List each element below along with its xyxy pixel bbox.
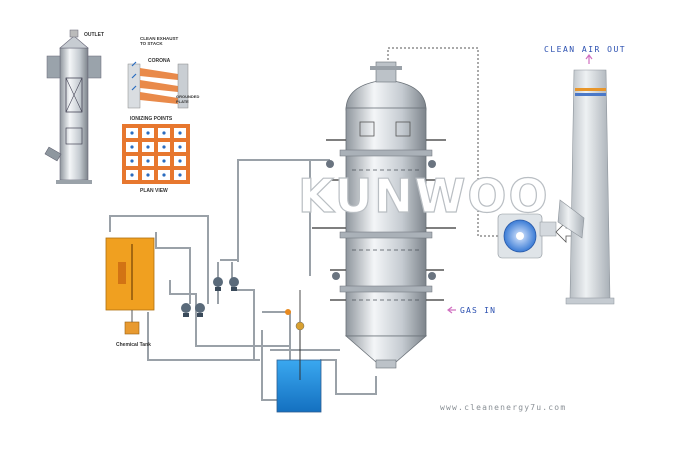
watermark-text: KUNWOO (298, 169, 550, 223)
ionizing-point-dot (130, 159, 134, 163)
ionizing-point-dot (178, 145, 182, 149)
ionizing-point-dot (146, 131, 150, 135)
inset-column-icon (44, 29, 102, 184)
ionizing-point-dot (162, 131, 166, 135)
gas-in-arrow-icon (447, 306, 456, 314)
ionizing-point-dot (178, 131, 182, 135)
water-tank (276, 309, 322, 413)
pump-icon (213, 277, 223, 291)
chemical-tank-label: Chemical Tank (116, 342, 151, 348)
exhaust-stack (557, 69, 615, 305)
piping (109, 47, 500, 401)
ionizing-point-dot (162, 145, 166, 149)
chemical-tank (105, 237, 155, 335)
clean-air-out-label: CLEAN AIR OUT (544, 45, 626, 54)
ionizing-point-dot (130, 145, 134, 149)
inset-corona-icon (127, 61, 189, 109)
ionizing-point-dot (130, 173, 134, 177)
website-url: www.cleanenergy7u.com (440, 403, 566, 412)
pump-icon (195, 303, 205, 317)
ionizing-point-dot (146, 173, 150, 177)
inset-plan-view-grid (122, 124, 190, 184)
scrubber-column (312, 61, 456, 369)
ionizing-point-dot (162, 173, 166, 177)
ionizing-point-dot (130, 131, 134, 135)
inset-outlet-label: OUTLET (84, 32, 104, 38)
pump-icons (181, 277, 239, 317)
blower-fan (497, 213, 557, 259)
ionizing-point-dot (178, 173, 182, 177)
inset-corona-label: CORONA (148, 58, 171, 64)
ionizing-point-dot (146, 145, 150, 149)
ionizing-point-dot (162, 159, 166, 163)
clean-air-up-arrow-icon (585, 54, 593, 64)
ionizing-point-dot (146, 159, 150, 163)
inset-ionizing-points-label: IONIZING POINTS (130, 116, 173, 122)
inset-plan-view-label: PLAN VIEW (140, 188, 168, 194)
ionizing-point-dot (178, 159, 182, 163)
gas-in-label: GAS IN (460, 306, 496, 315)
pump-icon (229, 277, 239, 291)
pump-icon (181, 303, 191, 317)
